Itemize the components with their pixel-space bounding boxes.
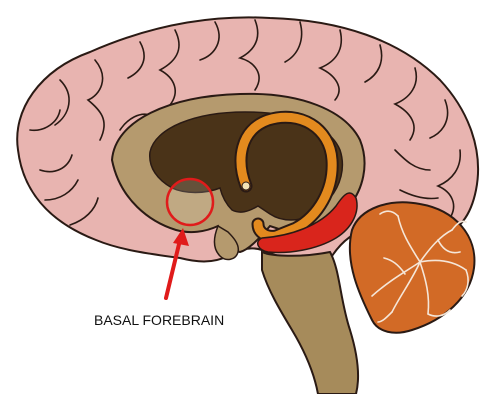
mammillary-body <box>242 182 250 190</box>
basal-forebrain-highlight <box>167 179 213 225</box>
brainstem <box>262 252 358 394</box>
basal-forebrain-label: BASAL FOREBRAIN <box>94 312 224 328</box>
